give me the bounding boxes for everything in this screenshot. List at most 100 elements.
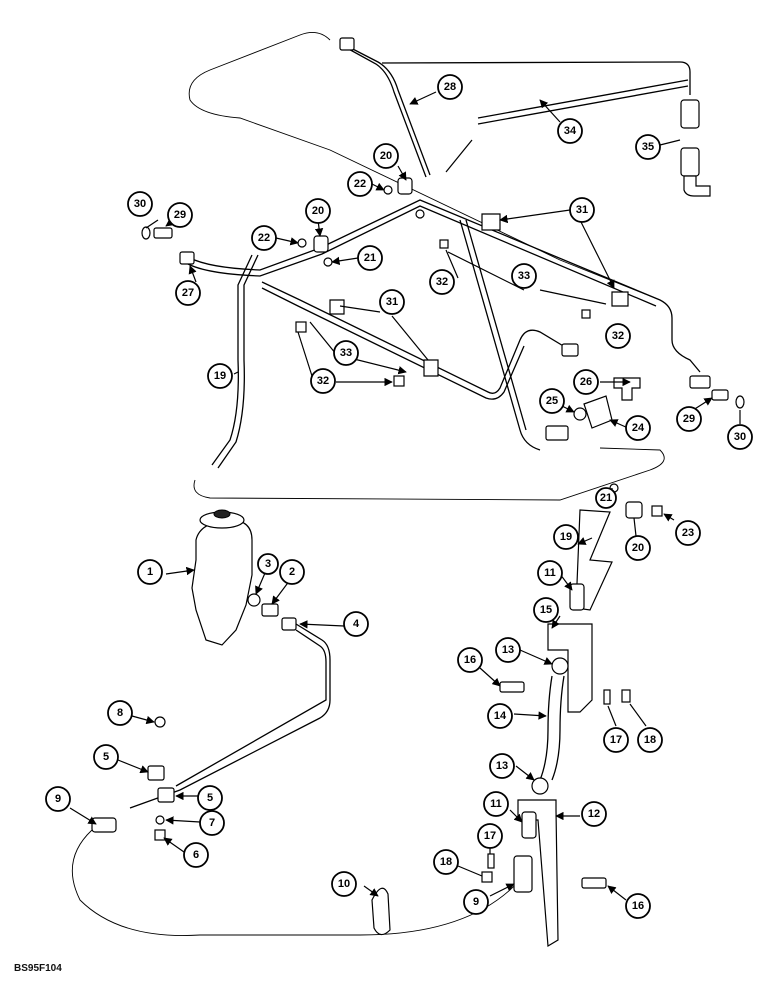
- clamp-20-left: [313, 235, 329, 253]
- callout-15: 15: [533, 597, 559, 623]
- callout-11-lower: 11: [483, 791, 509, 817]
- callout-label: 19: [560, 531, 572, 543]
- callout-label: 20: [312, 205, 324, 217]
- leader: [309, 321, 337, 355]
- leader: [513, 711, 547, 720]
- leader: [659, 139, 681, 146]
- callout-label: 25: [546, 395, 558, 407]
- fitting-right-end: [689, 375, 711, 389]
- callout-16-lower: 16: [625, 893, 651, 919]
- valve-top: [213, 509, 231, 519]
- leader: [539, 289, 607, 305]
- fitting-lower-upper: [545, 425, 569, 441]
- bolt-23: [651, 505, 663, 517]
- fitting-tube-4: [281, 617, 297, 631]
- lower-platform-outline: [193, 447, 665, 501]
- bolt-32-a: [439, 239, 449, 249]
- leader: [349, 357, 407, 375]
- callout-16-upper: 16: [457, 647, 483, 673]
- callout-label: 33: [340, 347, 352, 359]
- upper-fittings: [141, 37, 745, 441]
- figure-code: BS95F104: [14, 963, 62, 974]
- fitting-11-bottom: [521, 811, 537, 839]
- leader: [117, 759, 149, 774]
- callout-5-b: 5: [197, 785, 223, 811]
- leader: [539, 99, 561, 123]
- callout-label: 10: [338, 878, 350, 890]
- leader: [579, 219, 615, 289]
- leader: [163, 837, 185, 853]
- leader: [391, 315, 429, 361]
- tube-4: [129, 623, 331, 809]
- fitting-mid: [561, 343, 579, 357]
- clamp-20-lower: [625, 501, 643, 519]
- upper-tube-assembly: [187, 31, 701, 501]
- callout-20-left: 20: [305, 198, 331, 224]
- callout-20-lower: 20: [625, 535, 651, 561]
- callout-30-left: 30: [127, 191, 153, 217]
- callout-7: 7: [199, 810, 225, 836]
- leader: [633, 517, 637, 537]
- callout-label: 12: [588, 808, 600, 820]
- pin-18-upper: [621, 689, 631, 703]
- callout-9-left: 9: [45, 786, 71, 812]
- tube-28: [344, 44, 691, 178]
- oring-3: [247, 593, 261, 607]
- callout-20-upper: 20: [373, 143, 399, 169]
- leader: [165, 566, 195, 576]
- leader: [663, 513, 675, 522]
- bolt-16-upper: [499, 681, 525, 693]
- callout-10: 10: [331, 871, 357, 897]
- fitting-2: [261, 603, 279, 617]
- callout-label: 11: [544, 567, 556, 579]
- callout-3: 3: [257, 553, 279, 575]
- leader: [271, 579, 291, 605]
- fitting-35b: [680, 147, 700, 177]
- pin-18-lower: [481, 871, 493, 883]
- leader: [145, 219, 159, 229]
- callout-33-left: 33: [333, 340, 359, 366]
- leader: [397, 165, 407, 181]
- callout-19-lower: 19: [553, 524, 579, 550]
- callout-label: 3: [265, 558, 271, 570]
- callout-label: 17: [610, 734, 622, 746]
- callout-label: 1: [147, 566, 153, 578]
- callout-label: 15: [540, 604, 552, 616]
- callout-13-lower: 13: [489, 753, 515, 779]
- leader: [457, 865, 483, 877]
- callout-31-top: 31: [569, 197, 595, 223]
- bracket-assembly: [481, 483, 663, 948]
- leader: [629, 703, 647, 727]
- callout-31-left: 31: [379, 289, 405, 315]
- callout-label: 18: [644, 734, 656, 746]
- leader: [489, 883, 515, 897]
- fitting-11-top: [569, 583, 585, 611]
- leader: [479, 667, 501, 687]
- callout-label: 31: [386, 296, 398, 308]
- leader: [607, 885, 627, 901]
- bracket-31-upper: [481, 213, 501, 231]
- callout-18-upper: 18: [637, 727, 663, 753]
- tee-26: [613, 377, 641, 401]
- callout-21-upper: 21: [357, 245, 383, 271]
- plate-24: [583, 395, 613, 429]
- washer-7: [155, 815, 165, 825]
- callout-17-upper: 17: [603, 727, 629, 753]
- callout-4: 4: [343, 611, 369, 637]
- bracket-31-left: [329, 299, 345, 315]
- callout-28: 28: [437, 74, 463, 100]
- callout-label: 33: [518, 270, 530, 282]
- callout-label: 32: [317, 375, 329, 387]
- callouts: 28 34 35 20 22 20 22 21 31 30 29 27 32 3…: [45, 74, 753, 919]
- leader: [69, 807, 97, 825]
- nut-25: [573, 407, 587, 421]
- fitting-35a: [680, 99, 700, 129]
- leader: [551, 615, 561, 629]
- callout-label: 30: [734, 431, 746, 443]
- callout-26: 26: [573, 369, 599, 395]
- callout-label: 26: [580, 376, 592, 388]
- callout-32-b: 32: [605, 323, 631, 349]
- callout-24: 24: [625, 415, 651, 441]
- callout-label: 27: [182, 287, 194, 299]
- leader-lines: [69, 91, 741, 901]
